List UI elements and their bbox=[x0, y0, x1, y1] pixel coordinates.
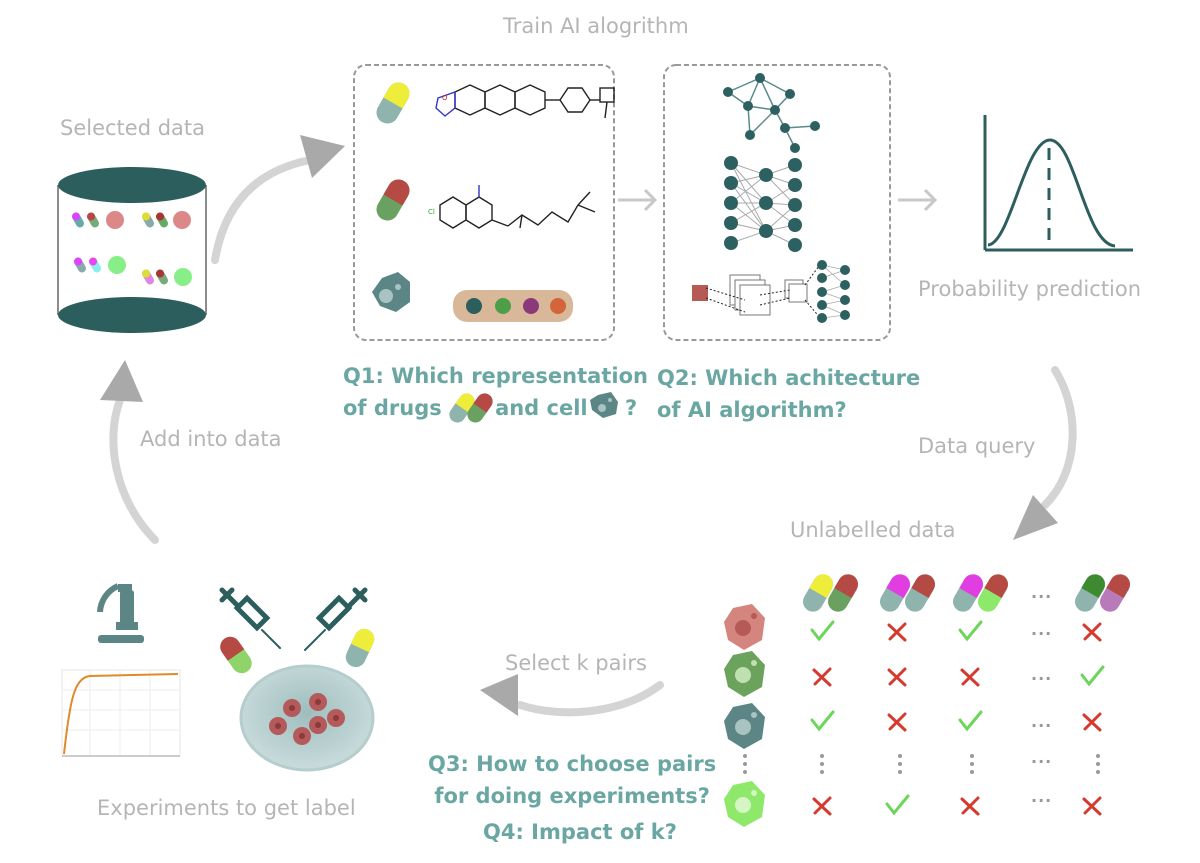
drug-red-icon bbox=[376, 179, 410, 221]
question-1-line2: of drugs and cell ? bbox=[343, 392, 648, 424]
syringe-left-icon bbox=[219, 587, 281, 649]
svg-text:O: O bbox=[442, 94, 448, 102]
flow-arrows bbox=[618, 188, 938, 212]
question-3-line1: Q3: How to choose pairs bbox=[428, 752, 717, 776]
cell-teal-icon bbox=[724, 703, 765, 749]
train-ai-label: Train AI alogrithm bbox=[503, 14, 689, 38]
question-1-mid: and cell bbox=[495, 396, 588, 420]
question-2: Q2: Which achitecture of AI algorithm? bbox=[657, 362, 920, 426]
cross-mark-icon bbox=[1082, 622, 1102, 642]
data-cylinder bbox=[57, 167, 207, 333]
cross-mark-icon bbox=[812, 796, 832, 816]
architecture-box bbox=[663, 64, 891, 341]
matrix-ellipsis-row3b: ... bbox=[1031, 748, 1053, 767]
representation-box: O Cl bbox=[353, 64, 615, 341]
arrow-data-query bbox=[1041, 366, 1077, 509]
arrow-add-into bbox=[109, 396, 159, 544]
arrow-to-train bbox=[211, 156, 314, 264]
check-mark-icon bbox=[1080, 665, 1105, 687]
arrow-head-train bbox=[300, 135, 345, 178]
selected-data-label: Selected data bbox=[60, 116, 206, 140]
drug-yellow-icon bbox=[376, 82, 410, 124]
matrix-marks bbox=[810, 620, 1105, 816]
cell-lightgreen-icon bbox=[724, 781, 765, 827]
matrix-ellipsis-row1: ... bbox=[1031, 620, 1053, 639]
cross-mark-icon bbox=[812, 667, 832, 687]
microscope-icon bbox=[97, 583, 144, 643]
svg-text:Cl: Cl bbox=[428, 208, 435, 216]
molecule-1-icon bbox=[435, 84, 615, 119]
cross-mark-icon bbox=[887, 622, 907, 642]
question-1: Q1: Which representation of drugs and ce… bbox=[343, 360, 648, 424]
arrow-select-k bbox=[516, 681, 664, 717]
cross-mark-icon bbox=[887, 667, 907, 687]
exp-drug-yellow-icon bbox=[345, 628, 375, 668]
feature-vector-icon bbox=[453, 290, 573, 322]
question-2-line1: Q2: Which achitecture bbox=[657, 366, 921, 390]
cross-mark-icon bbox=[960, 796, 980, 816]
cell-icon bbox=[372, 272, 410, 312]
exp-drug-red-icon bbox=[220, 636, 252, 674]
question-1-prefix: of drugs bbox=[343, 396, 442, 420]
select-k-pairs-label: Select k pairs bbox=[505, 651, 647, 675]
cell-green-icon bbox=[724, 651, 765, 697]
question-3: Q3: How to choose pairs for doing experi… bbox=[428, 748, 716, 812]
cycle-arrows bbox=[109, 156, 1077, 717]
q1-drugs-icon bbox=[449, 393, 493, 423]
growth-curve-chart bbox=[61, 669, 181, 757]
check-mark-icon bbox=[958, 620, 983, 642]
cross-mark-icon bbox=[1082, 796, 1102, 816]
cell-red-icon bbox=[724, 604, 765, 650]
matrix-drug-headers bbox=[803, 574, 1130, 612]
probability-prediction-label: Probability prediction bbox=[918, 277, 1142, 301]
matrix-cell-icons bbox=[724, 604, 765, 827]
question-3-line2: for doing experiments? bbox=[434, 784, 710, 808]
molecule-2-icon bbox=[439, 185, 596, 229]
data-query-label: Data query bbox=[918, 434, 1036, 458]
experiments-label: Experiments to get label bbox=[97, 796, 356, 820]
unlabelled-data-label: Unlabelled data bbox=[790, 518, 956, 542]
arrow-heads bbox=[100, 135, 1058, 716]
check-mark-icon bbox=[810, 620, 835, 642]
arrow-head-query bbox=[1013, 495, 1058, 540]
cnn-icon bbox=[692, 260, 850, 323]
probability-curve-icon bbox=[983, 115, 1133, 252]
question-1-line1: Q1: Which representation bbox=[343, 364, 648, 388]
petri-dish-icon bbox=[239, 664, 375, 772]
check-mark-icon bbox=[885, 794, 910, 816]
cross-mark-icon bbox=[960, 667, 980, 687]
matrix-vertical-dots bbox=[743, 754, 1100, 774]
question-4: Q4: Impact of k? bbox=[483, 820, 677, 844]
cross-mark-icon bbox=[1082, 712, 1102, 732]
matrix-ellipsis-row3: ... bbox=[1031, 712, 1053, 731]
matrix-ellipsis-row4: ... bbox=[1031, 787, 1053, 806]
syringe-right-icon bbox=[304, 587, 368, 651]
dense-network-icon bbox=[724, 156, 802, 252]
q1-cell-icon bbox=[590, 392, 618, 418]
add-into-data-label: Add into data bbox=[140, 427, 282, 451]
question-2-line2: of AI algorithm? bbox=[657, 398, 847, 422]
matrix-ellipsis-header: ... bbox=[1031, 583, 1053, 602]
check-mark-icon bbox=[810, 710, 835, 732]
arrow-head-select bbox=[480, 674, 518, 716]
arrow-head-add bbox=[100, 360, 143, 402]
question-1-end: ? bbox=[624, 396, 638, 420]
check-mark-icon bbox=[958, 710, 983, 732]
graph-network-icon bbox=[723, 73, 820, 153]
matrix-ellipsis-row2: ... bbox=[1031, 665, 1053, 684]
cross-mark-icon bbox=[887, 712, 907, 732]
